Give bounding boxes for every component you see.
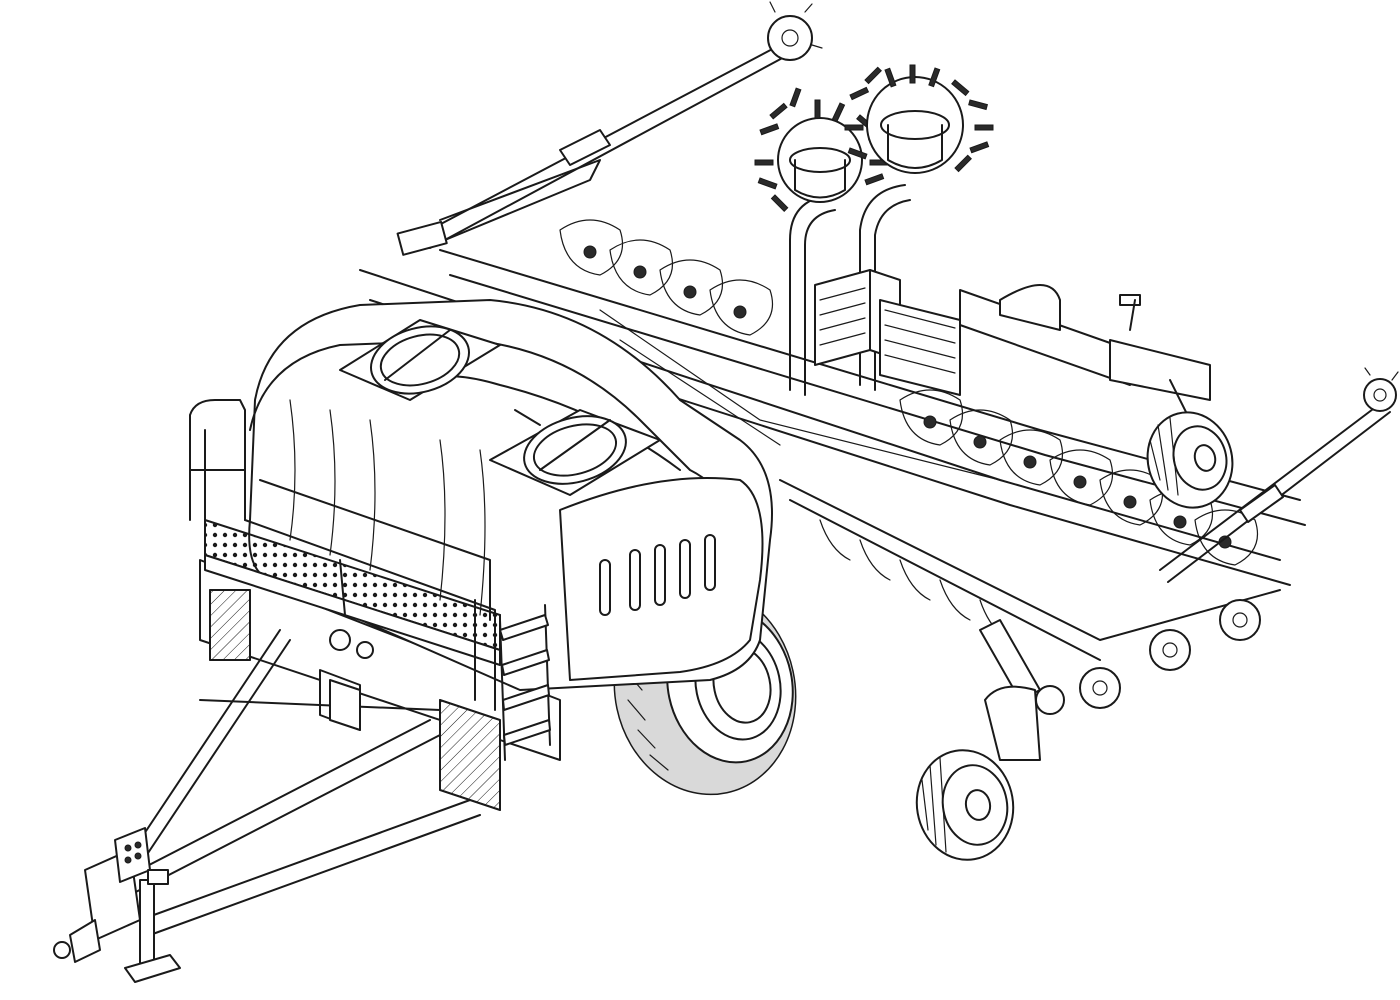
access-ladder	[499, 604, 551, 761]
marker-disc-icon	[1363, 367, 1399, 412]
right-gauge-wheel-assembly	[959, 284, 1234, 509]
tank-lid-icon	[339, 319, 501, 401]
seed-tower-icon	[754, 64, 994, 396]
wheel-icon	[915, 749, 1015, 861]
disc-opener-row-units-upper	[559, 219, 1259, 566]
disc-opener-icon	[1035, 599, 1261, 715]
left-marker-arm	[396, 1, 823, 256]
wheel-icon	[1146, 411, 1234, 509]
tow-hitch-icon	[53, 827, 151, 963]
tank-vent-slots	[599, 534, 716, 616]
drawbar-frame	[99, 629, 481, 936]
disc-opener-row-units-lower	[779, 479, 1281, 715]
tank-lid-icon	[489, 409, 661, 496]
marker-disc-icon	[767, 1, 823, 61]
right-marker-arm	[1159, 367, 1399, 583]
jack-stand-icon	[124, 869, 181, 983]
tank-cart-chassis	[199, 559, 561, 812]
operator-platform	[189, 399, 501, 711]
control-module-boxes	[814, 269, 961, 396]
front-castor-wheel	[915, 619, 1041, 861]
